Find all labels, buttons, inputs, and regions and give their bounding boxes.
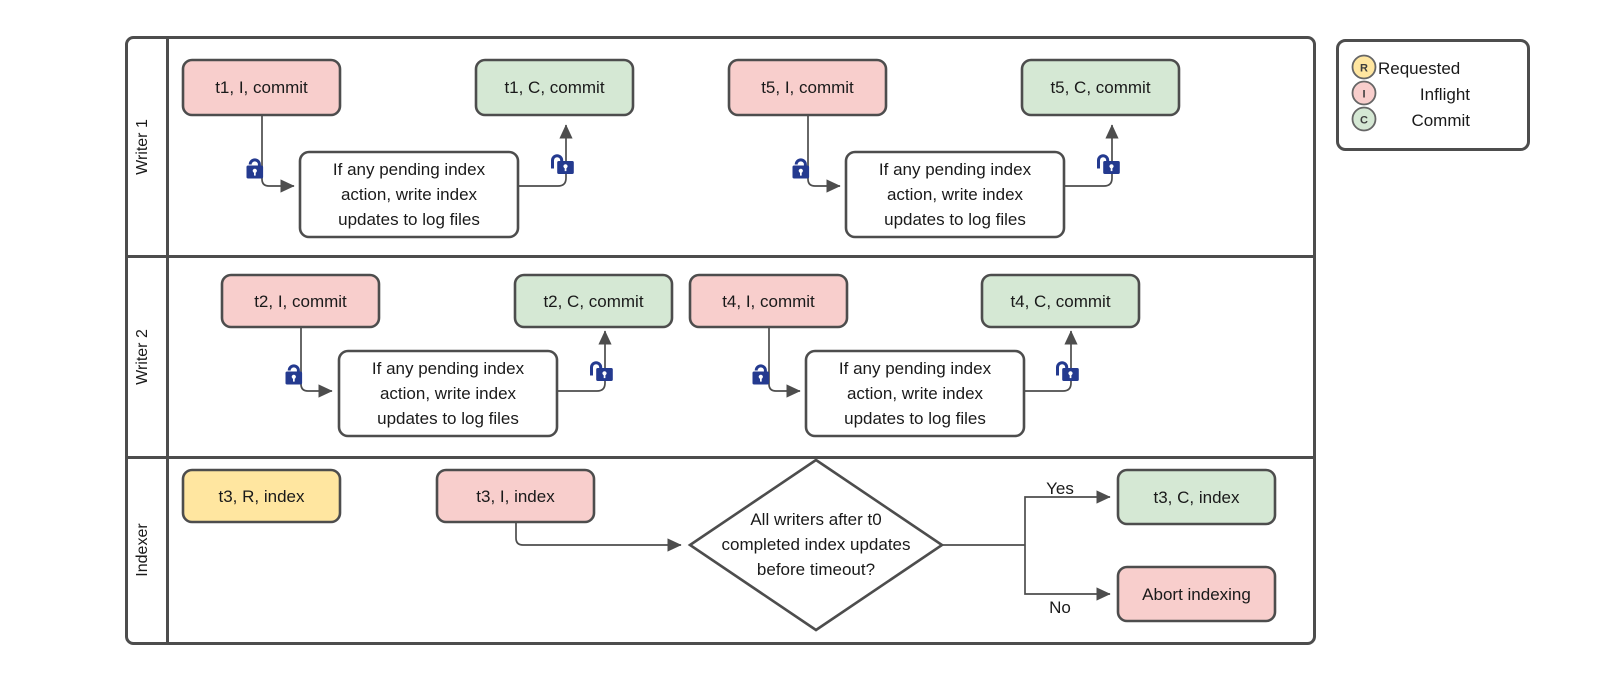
lock-closed-icon [285, 364, 303, 385]
lock-open-icon [1097, 154, 1120, 174]
node-w2-t4-commit-label: t4, C, commit [1010, 292, 1110, 311]
node-w1-task-1-line-3: updates to log files [338, 210, 480, 229]
node-indexer-t3-requested-label: t3, R, index [219, 487, 305, 506]
node-w2-task-2-line-3: updates to log files [844, 409, 986, 428]
edge-w1-inflight2-to-task2 [807, 116, 841, 193]
edge-indexer-inflight-to-decision [515, 523, 682, 552]
node-w1-task-1-line-1: If any pending index [333, 160, 486, 179]
legend-item-requested: R Requested [1351, 54, 1460, 80]
node-w1-task-2[interactable] [844, 150, 1066, 239]
lock-open-icon [1056, 361, 1079, 381]
node-w1-task-2-line-1: If any pending index [879, 160, 1032, 179]
edge-w1-inflight1-to-task1 [261, 116, 295, 193]
node-indexer-decision-line-2: completed index updates [721, 535, 910, 554]
node-w2-task-2-line-2: action, write index [847, 384, 984, 403]
legend-requested-label: Requested [1378, 59, 1460, 78]
lock-open-icon [551, 154, 574, 174]
lane-label-writer-1: Writer 1 [134, 119, 151, 175]
node-w1-t5-commit-label: t5, C, commit [1050, 78, 1150, 97]
node-w1-t1-inflight[interactable] [181, 58, 342, 117]
legend-inflight-icon [1351, 80, 1377, 106]
node-w2-t2-commit[interactable] [513, 273, 674, 329]
node-indexer-t3-commit[interactable] [1116, 468, 1277, 526]
node-indexer-abort[interactable] [1116, 565, 1277, 623]
node-indexer-t3-commit-label: t3, C, index [1154, 488, 1240, 507]
lane-indexer: Yes No t3, R, index t3, I, index All wri… [181, 458, 1277, 632]
node-w2-task-2-line-1: If any pending index [839, 359, 992, 378]
lock-closed-icon [752, 364, 770, 385]
lane-label-writer-2: Writer 2 [134, 329, 151, 385]
legend-item-commit: C Commit [1351, 106, 1470, 132]
lane-writer-2: t2, I, commit t2, C, commit If any pendi… [220, 273, 1141, 438]
legend-commit-label: Commit [1411, 111, 1470, 130]
edge-decision-yes [1024, 490, 1111, 545]
edge-w1-task2-to-commit2 [1064, 124, 1119, 187]
lane-writer-1: t1, I, commit t1, C, commit If any pendi… [181, 58, 1181, 239]
legend-requested-glyph: R [1360, 63, 1368, 75]
node-indexer-abort-label: Abort indexing [1142, 585, 1251, 604]
node-w1-t5-inflight-label: t5, I, commit [761, 78, 854, 97]
edge-w2-inflight1-to-task1 [300, 327, 333, 398]
legend-requested-icon [1351, 54, 1377, 80]
legend-commit-glyph: C [1360, 115, 1368, 127]
node-w2-t4-commit[interactable] [980, 273, 1141, 329]
node-w2-t2-inflight[interactable] [220, 273, 381, 329]
edge-w1-task1-to-commit1 [518, 124, 573, 187]
lock-closed-icon [792, 158, 810, 179]
node-w2-t4-inflight-label: t4, I, commit [722, 292, 815, 311]
legend-inflight-glyph: I [1362, 89, 1365, 101]
node-indexer-decision[interactable] [687, 458, 945, 632]
node-w1-task-1[interactable] [298, 150, 520, 239]
node-w2-task-1-line-2: action, write index [380, 384, 517, 403]
node-w1-task-2-line-3: updates to log files [884, 210, 1026, 229]
node-indexer-t3-requested[interactable] [181, 468, 342, 524]
node-w2-t2-inflight-label: t2, I, commit [254, 292, 347, 311]
edge-decision-no [1024, 545, 1111, 601]
node-w2-task-2[interactable] [804, 349, 1026, 438]
edge-label-no: No [1049, 598, 1071, 617]
lock-open-icon [590, 361, 613, 381]
lane-label-indexer: Indexer [134, 523, 151, 577]
node-w1-t1-commit-label: t1, C, commit [504, 78, 604, 97]
legend-item-inflight: I Inflight [1351, 80, 1470, 106]
node-w1-task-1-line-2: action, write index [341, 185, 478, 204]
node-w1-t1-inflight-label: t1, I, commit [215, 78, 308, 97]
lock-closed-icon [246, 158, 264, 179]
legend-border [1336, 39, 1530, 151]
node-w2-t4-inflight[interactable] [688, 273, 849, 329]
node-w2-task-1[interactable] [337, 349, 559, 438]
node-indexer-decision-line-3: before timeout? [757, 560, 875, 579]
node-w1-t5-commit[interactable] [1020, 58, 1181, 117]
pool [125, 36, 1316, 645]
legend-inflight-label: Inflight [1420, 85, 1470, 104]
edge-w2-task2-to-commit2 [1024, 330, 1078, 392]
pool-border [125, 36, 1316, 645]
edge-w2-task1-to-commit1 [557, 330, 612, 392]
lane-labels: Writer 1 Writer 2 Indexer [134, 119, 151, 577]
edge-w2-inflight2-to-task2 [768, 327, 801, 398]
legend-commit-icon [1351, 106, 1377, 132]
legend: R Requested I Inflight C Commit [1336, 39, 1530, 151]
node-w2-task-1-line-1: If any pending index [372, 359, 525, 378]
node-indexer-decision-line-1: All writers after t0 [750, 510, 881, 529]
node-w1-t1-commit[interactable] [474, 58, 635, 117]
node-w1-t5-inflight[interactable] [727, 58, 888, 117]
node-indexer-t3-inflight-label: t3, I, index [476, 487, 555, 506]
node-w2-task-1-line-3: updates to log files [377, 409, 519, 428]
edge-label-yes: Yes [1046, 479, 1074, 498]
node-indexer-t3-inflight[interactable] [435, 468, 596, 524]
node-w1-task-2-line-2: action, write index [887, 185, 1024, 204]
node-w2-t2-commit-label: t2, C, commit [543, 292, 643, 311]
